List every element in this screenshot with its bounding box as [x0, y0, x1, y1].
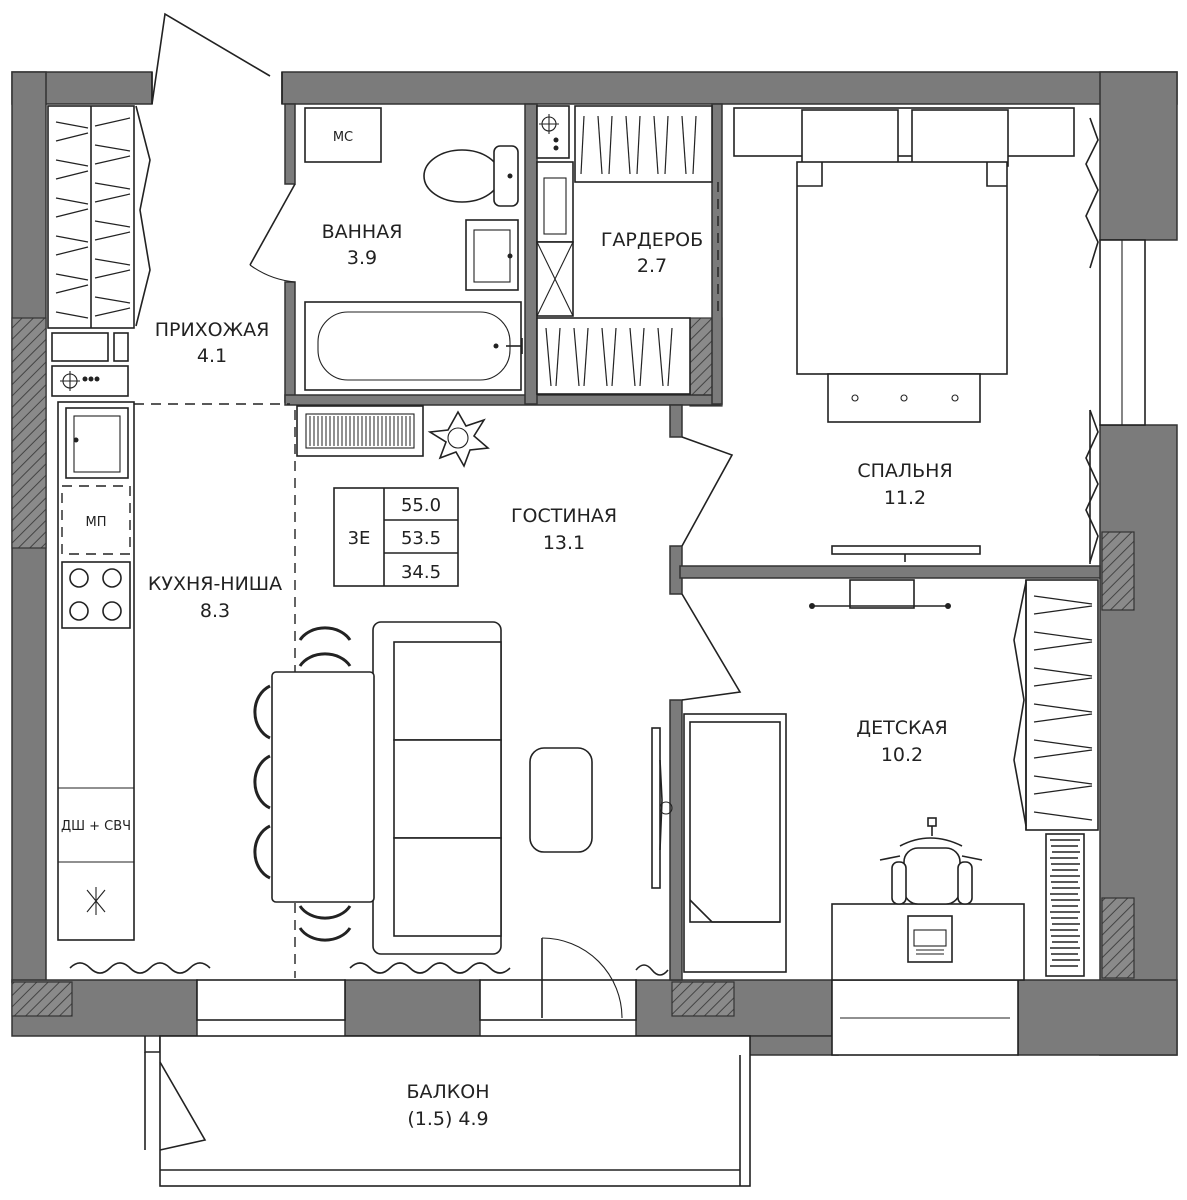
radiator-icon: [296, 405, 424, 457]
double-bed-icon: [796, 161, 1008, 375]
kids-shelf: [809, 579, 951, 609]
bathroom-door[interactable]: [249, 183, 296, 283]
tv-stand-icon: [651, 727, 673, 889]
room-label-bedroom: СПАЛЬНЯ 11.2: [857, 460, 952, 509]
bathtub-icon: [304, 301, 523, 391]
kids-furniture: [683, 579, 1099, 981]
room-label-living: ГОСТИНАЯ 13.1: [511, 505, 617, 554]
sink-icon: [465, 219, 519, 291]
windows: [196, 239, 1146, 1056]
balcony-door-swing[interactable]: [159, 1061, 207, 1151]
dining-table-icon: [253, 626, 375, 942]
curtain-living-2: [635, 964, 669, 976]
svg-text:ВАННАЯ: ВАННАЯ: [322, 221, 403, 243]
curtain-kitchen: [69, 962, 211, 974]
wardrobe-room-fittings: [536, 105, 719, 395]
room-label-wardrobe: ГАРДЕРОБ 2.7: [601, 229, 703, 277]
living-room-door[interactable]: [681, 593, 742, 701]
room-label-kitchen: КУХНЯ-НИША 8.3: [148, 573, 282, 622]
room-label-hallway: ПРИХОЖАЯ 4.1: [155, 319, 270, 367]
svg-text:ГОСТИНАЯ: ГОСТИНАЯ: [511, 505, 617, 527]
room-label-bathroom: ВАННАЯ 3.9: [322, 221, 403, 269]
svg-text:МС: МС: [333, 130, 353, 145]
summary-type: 3E: [348, 528, 371, 549]
summary-total: 55.0: [401, 495, 441, 516]
single-bed-icon: [683, 713, 787, 973]
balcony-door[interactable]: [541, 937, 623, 1019]
svg-text:4.1: 4.1: [197, 345, 227, 367]
bedroom-door[interactable]: [681, 436, 734, 547]
svg-text:13.1: 13.1: [543, 532, 585, 554]
outer-walls: [11, 71, 1178, 1056]
summary-residential: 34.5: [401, 562, 441, 583]
svg-text:ГАРДЕРОБ: ГАРДЕРОБ: [601, 229, 703, 251]
plant-icon: [427, 410, 490, 468]
svg-text:3.9: 3.9: [347, 247, 377, 269]
stove-icon: [61, 561, 131, 629]
desk-icon: [831, 903, 1025, 981]
microwave-spot-label: МП: [86, 515, 107, 530]
balcony: [144, 1035, 751, 1187]
summary-living-total: 53.5: [401, 528, 441, 549]
svg-text:ПРИХОЖАЯ: ПРИХОЖАЯ: [155, 319, 270, 341]
snowflake-icon: [86, 887, 106, 915]
dishwasher-microwave-label: ДШ + СВЧ: [61, 819, 131, 834]
sofa-icon: [372, 621, 502, 955]
interior-walls: [284, 103, 1101, 981]
hallway-wardrobe: [47, 105, 151, 329]
bookshelf-icon: [1045, 833, 1085, 977]
toilet-icon: [423, 145, 519, 207]
hallway-shelf: [51, 332, 129, 397]
curtain-living: [349, 962, 511, 974]
svg-text:ДЕТСКАЯ: ДЕТСКАЯ: [856, 717, 947, 739]
room-label-balcony: БАЛКОН (1.5) 4.9: [406, 1081, 489, 1130]
kitchen-sink-icon: [65, 407, 129, 479]
desk-chair-icon: [879, 817, 983, 905]
kids-wardrobe: [1013, 579, 1099, 831]
kitchen-counter: МП ДШ + СВЧ: [57, 401, 135, 941]
room-label-kids: ДЕТСКАЯ 10.2: [856, 717, 947, 766]
bedroom-furniture: [733, 107, 1099, 564]
entrance-door[interactable]: [151, 12, 283, 105]
svg-text:10.2: 10.2: [881, 744, 923, 766]
washing-machine: МС: [304, 107, 382, 163]
svg-text:11.2: 11.2: [884, 487, 926, 509]
svg-text:(1.5) 4.9: (1.5) 4.9: [407, 1108, 488, 1130]
summary-table: 3E 55.0 53.5 34.5: [333, 487, 459, 587]
svg-text:2.7: 2.7: [637, 255, 667, 277]
coffee-table-icon: [529, 747, 593, 853]
svg-text:8.3: 8.3: [200, 600, 230, 622]
svg-text:КУХНЯ-НИША: КУХНЯ-НИША: [148, 573, 282, 595]
svg-text:БАЛКОН: БАЛКОН: [406, 1081, 489, 1103]
svg-text:СПАЛЬНЯ: СПАЛЬНЯ: [857, 460, 952, 482]
